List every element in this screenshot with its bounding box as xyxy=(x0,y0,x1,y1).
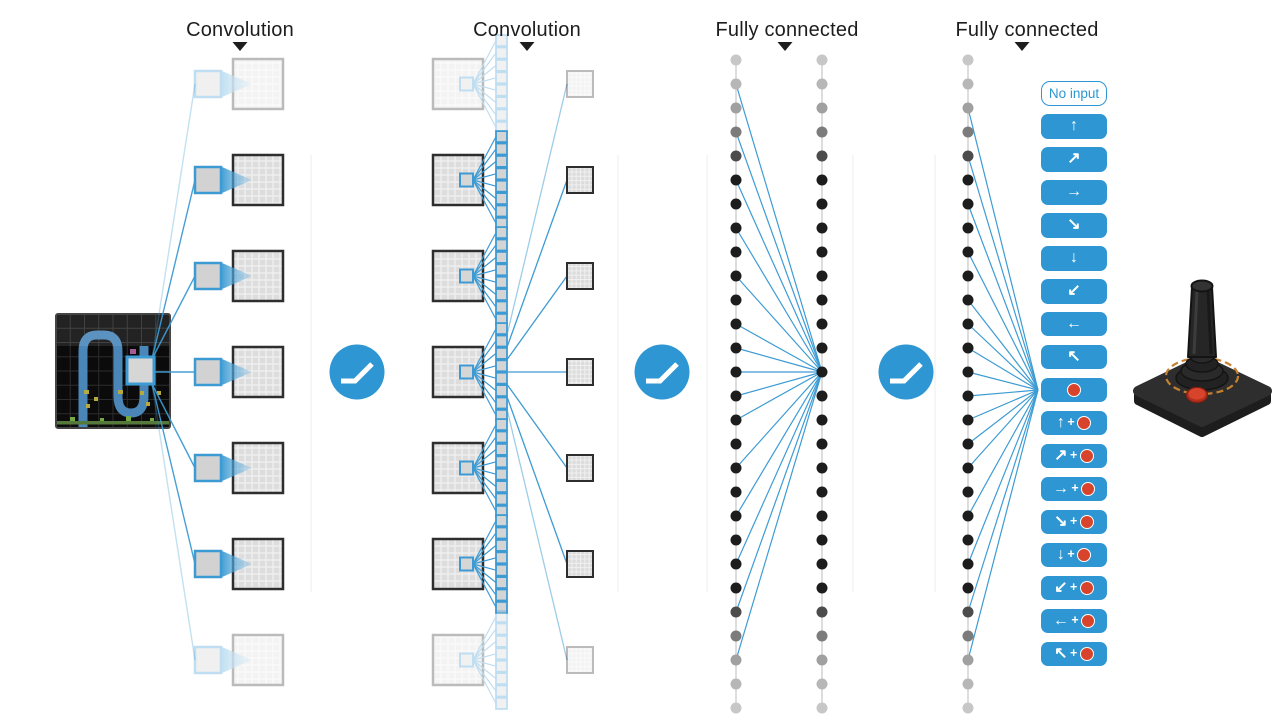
plus-sign: + xyxy=(1071,481,1079,496)
arrow-down-left-fire-icon: ↙ xyxy=(1054,579,1068,597)
arrow-right-fire-icon: → xyxy=(1052,480,1069,498)
conv1-feature-row xyxy=(193,57,285,111)
section-separators xyxy=(310,155,936,592)
conv2-feature-row xyxy=(431,418,508,518)
conv1-feature-row xyxy=(193,345,285,399)
conv2-feature-row xyxy=(431,226,508,326)
fire-button-icon xyxy=(1081,482,1096,497)
arrow-right-icon: → xyxy=(1066,183,1082,201)
plus-sign: + xyxy=(1071,613,1079,628)
fc2-connection-lines xyxy=(967,107,1039,661)
action-button-down-right: ↘ xyxy=(1041,212,1107,238)
action-button-left: ← xyxy=(1041,311,1107,337)
arrow-left-fire-icon: ← xyxy=(1052,612,1069,630)
arrow-up-icon: ↑ xyxy=(1070,117,1078,135)
layer-label-convolution-2: Convolution xyxy=(473,19,581,41)
atari-game-screen xyxy=(55,313,171,429)
action-button-right: → xyxy=(1041,179,1107,205)
input-patch xyxy=(125,355,156,386)
fire-button-icon xyxy=(1079,581,1094,596)
arrow-up-fire-icon: ↑ xyxy=(1056,414,1065,432)
plus-sign: + xyxy=(1070,580,1078,595)
conv1-feature-row xyxy=(193,537,285,591)
fire-button-icon xyxy=(1079,647,1094,662)
layer-label-convolution-1: Convolution xyxy=(186,19,294,41)
action-button-down-left-fire: ↙+ xyxy=(1041,575,1107,601)
conv2-feature-row xyxy=(431,322,508,422)
fire-button-icon xyxy=(1067,383,1081,398)
action-buttons-column: No input↑↗→↘↓↙←↖↑+↗+→+↘+↓+↙+←+↖+ xyxy=(1041,81,1107,675)
arrow-up-right-icon: ↗ xyxy=(1067,150,1081,168)
conv1-feature-row xyxy=(193,441,285,495)
plus-sign: + xyxy=(1070,646,1078,661)
fc2-units xyxy=(962,54,974,714)
action-button-down: ↓ xyxy=(1041,245,1107,271)
arrow-down-fire-icon: ↓ xyxy=(1056,546,1065,564)
arrow-up-left-fire-icon: ↖ xyxy=(1054,645,1068,663)
conv1-layer xyxy=(193,57,285,687)
conv2-to-output-lines xyxy=(506,83,568,661)
arrow-down-right-icon: ↘ xyxy=(1067,216,1081,234)
plus-sign: + xyxy=(1067,415,1075,430)
layer-label-fully-connected-2: Fully connected xyxy=(955,19,1099,41)
fire-button-icon xyxy=(1081,614,1096,629)
relu-icon-2 xyxy=(634,344,690,400)
conv2-output-maps xyxy=(566,70,594,674)
arrow-down-right-fire-icon: ↘ xyxy=(1054,513,1068,531)
action-button-right-fire: →+ xyxy=(1041,476,1107,502)
arrow-down-icon: ↓ xyxy=(1070,249,1078,267)
action-button-left-fire: ←+ xyxy=(1041,608,1107,634)
fire-button-icon xyxy=(1077,548,1092,563)
conv2-layer xyxy=(431,34,508,710)
conv1-feature-row xyxy=(193,633,285,687)
plus-sign: + xyxy=(1067,547,1075,562)
action-button-down-left: ↙ xyxy=(1041,278,1107,304)
conv1-feature-row xyxy=(193,249,285,303)
arrow-up-right-fire-icon: ↗ xyxy=(1054,447,1068,465)
fire-button-icon xyxy=(1079,515,1094,530)
fire-button-icon xyxy=(1077,416,1092,431)
action-button-up-right: ↗ xyxy=(1041,146,1107,172)
arrow-up-left-icon: ↖ xyxy=(1067,348,1081,366)
joystick-ring xyxy=(1164,356,1240,396)
relu-icon-3 xyxy=(878,344,934,400)
conv2-feature-row xyxy=(431,34,508,134)
conv2-feature-row xyxy=(431,130,508,230)
fire-button-icon xyxy=(1079,449,1094,464)
plus-sign: + xyxy=(1070,448,1078,463)
arrow-left-icon: ← xyxy=(1066,315,1082,333)
action-button-up: ↑ xyxy=(1041,113,1107,139)
header-arrow-markers xyxy=(232,42,1030,51)
conv1-feature-row xyxy=(193,153,285,207)
arrow-down-left-icon: ↙ xyxy=(1067,282,1081,300)
layer-label-fully-connected-1: Fully connected xyxy=(715,19,859,41)
action-button-up-left: ↖ xyxy=(1041,344,1107,370)
fc1-input-units xyxy=(730,54,742,714)
action-button-down-right-fire: ↘+ xyxy=(1041,509,1107,535)
action-button-up-left-fire: ↖+ xyxy=(1041,641,1107,667)
input-to-conv1-lines xyxy=(151,83,196,661)
joystick-icon xyxy=(1133,279,1272,437)
fc1-output-units xyxy=(816,54,828,714)
no-input-label: No input xyxy=(1048,85,1100,101)
action-button-up-fire: ↑+ xyxy=(1041,410,1107,436)
action-button-down-fire: ↓+ xyxy=(1041,542,1107,568)
conv2-feature-row xyxy=(431,610,508,710)
action-button-no-input: No input xyxy=(1041,81,1107,106)
action-button-fire xyxy=(1041,377,1107,403)
conv2-feature-row xyxy=(431,514,508,614)
plus-sign: + xyxy=(1070,514,1078,529)
relu-icon-1 xyxy=(329,344,385,400)
fc1-connection-lines xyxy=(735,83,823,661)
action-button-up-right-fire: ↗+ xyxy=(1041,443,1107,469)
